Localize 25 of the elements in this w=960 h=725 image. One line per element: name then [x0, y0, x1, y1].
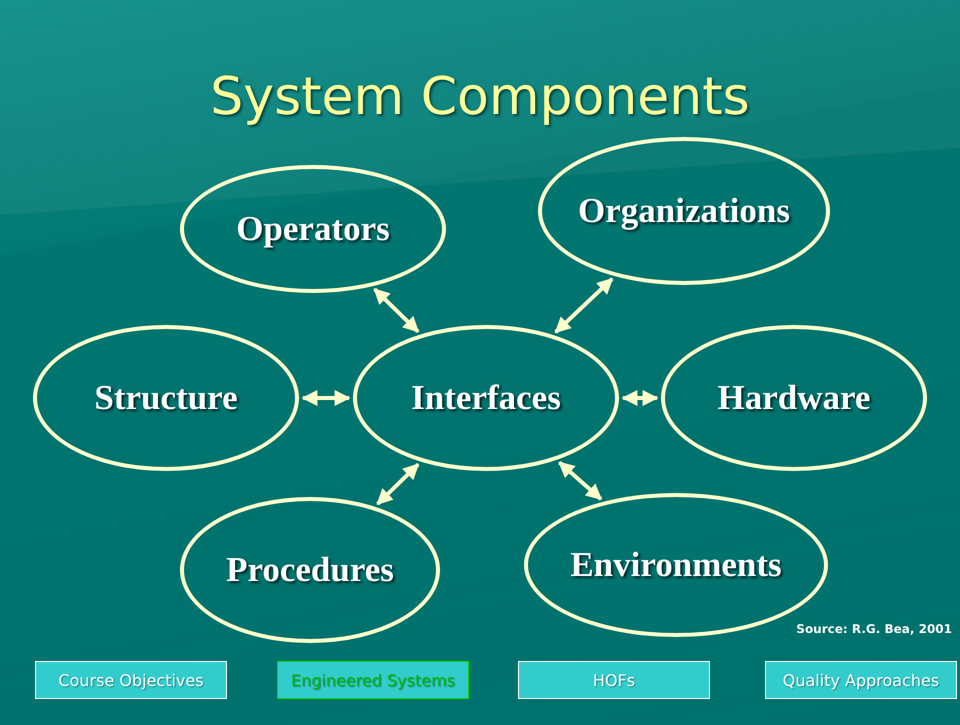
- node-label: Organizations: [578, 191, 790, 231]
- ellipse-node: [661, 325, 927, 471]
- slide-title: System Components: [210, 66, 750, 128]
- node-label: Procedures: [226, 550, 394, 590]
- double-arrow: [376, 463, 420, 506]
- double-arrow: [554, 278, 614, 334]
- double-arrow: [621, 390, 659, 406]
- double-arrow: [301, 390, 351, 406]
- ellipse-node: [180, 165, 446, 293]
- ellipse-node: [33, 325, 299, 471]
- ellipse-node: [538, 137, 830, 285]
- nav-button: Course Objectives: [35, 661, 227, 699]
- node-label: Environments: [570, 545, 782, 585]
- double-arrow: [558, 461, 602, 500]
- nav-button: Quality Approaches: [765, 661, 957, 699]
- ellipse-node: [353, 325, 619, 471]
- source-note: Source: R.G. Bea, 2001: [796, 622, 952, 636]
- nav-button: Engineered Systems: [277, 661, 469, 699]
- ellipse-node: [180, 497, 440, 643]
- node-label: Operators: [236, 209, 390, 249]
- node-label: Interfaces: [411, 378, 561, 418]
- nav-button: HOFs: [518, 661, 710, 699]
- node-label: Hardware: [718, 378, 870, 418]
- node-label: Structure: [94, 378, 238, 418]
- double-arrow: [373, 288, 420, 333]
